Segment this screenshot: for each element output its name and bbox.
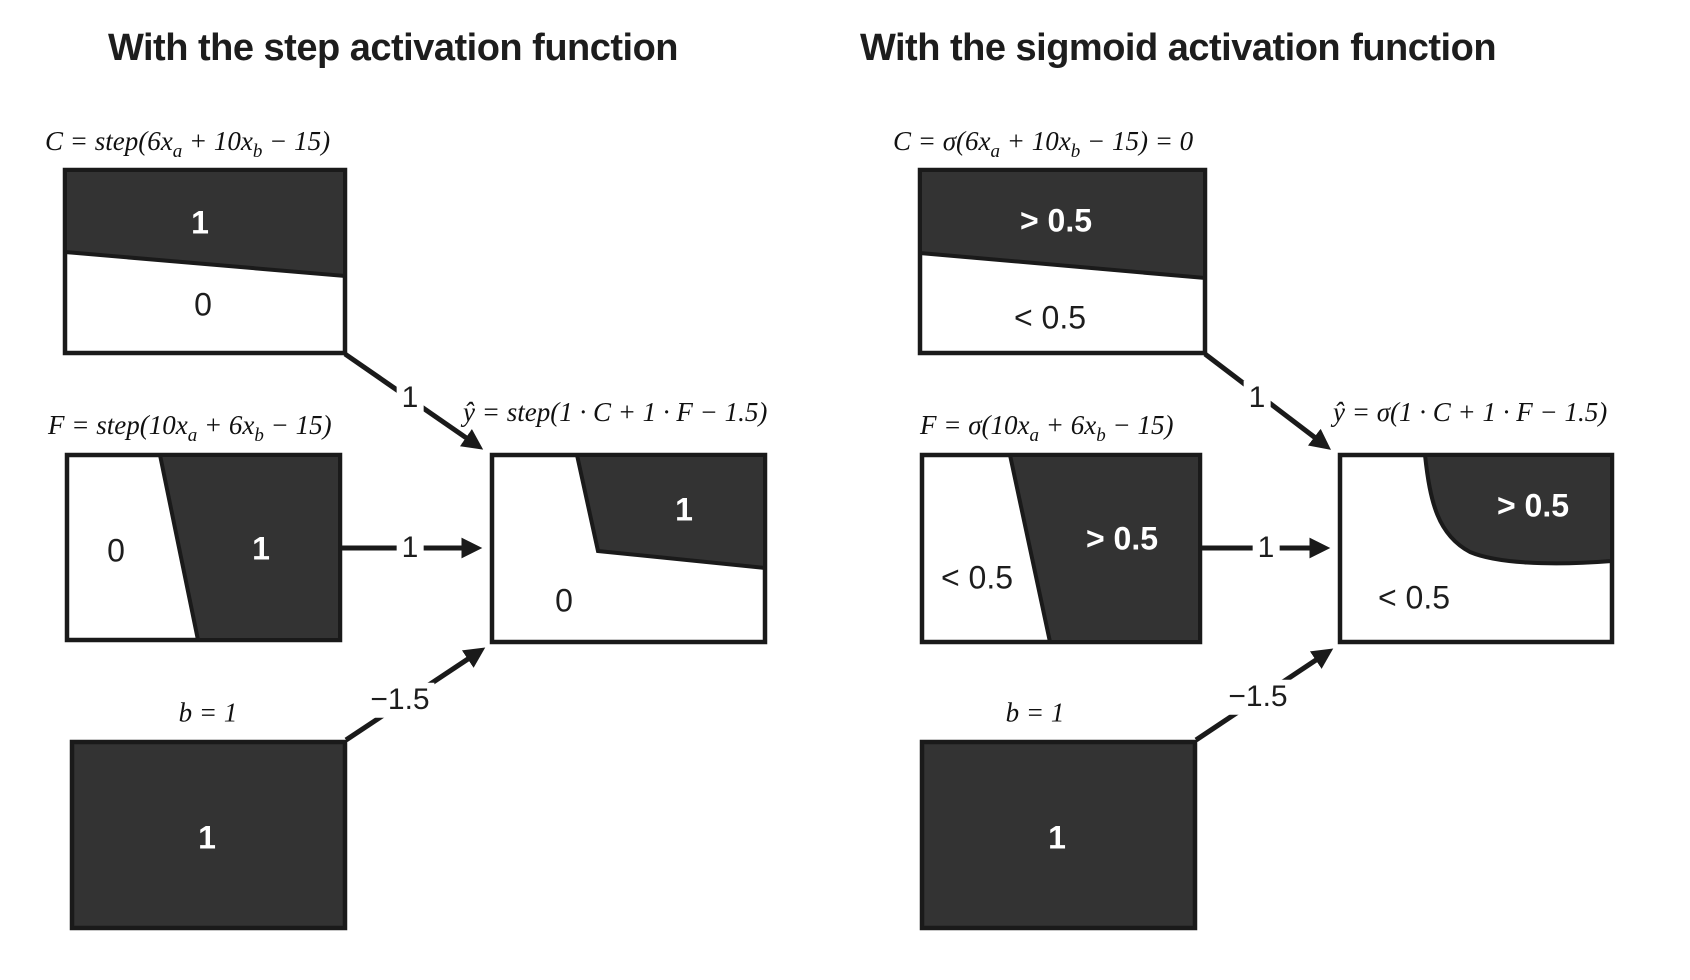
right-c-bottom-region-label: < 0.5: [1013, 299, 1087, 336]
formula-segment: + 10x: [182, 126, 253, 156]
right-c-formula: C = σ(6xa + 10xb − 15) = 0: [893, 126, 1193, 163]
left-bias-label: b = 1: [178, 697, 238, 728]
left-f-left-region-label: 0: [107, 532, 125, 569]
right-panel-title: With the sigmoid activation function: [859, 27, 1497, 69]
formula-segment: − 15): [263, 410, 332, 440]
formula-segment: C = σ(6x: [893, 126, 991, 156]
formula-segment: C = step(6x: [45, 126, 173, 156]
formula-subscript: a: [172, 141, 183, 162]
left-weight-c: 1: [396, 380, 424, 416]
right-output-light-region-label: < 0.5: [1377, 579, 1451, 616]
formula-subscript: b: [252, 141, 263, 162]
formula-segment: + 6x: [1039, 410, 1097, 440]
formula-subscript: a: [990, 141, 1001, 162]
right-output-dark-region: [1422, 453, 1614, 566]
left-output-dark-region: [574, 453, 767, 571]
right-weight-c: 1: [1243, 380, 1271, 416]
right-weight-f: 1: [1252, 530, 1280, 566]
right-f-formula: F = σ(10xa + 6xb − 15): [920, 410, 1173, 447]
formula-segment: + 6x: [197, 410, 255, 440]
right-output-dark-region-label: > 0.5: [1496, 487, 1570, 524]
formula-segment: − 15): [1105, 410, 1174, 440]
formula-subscript: b: [254, 425, 264, 446]
right-f-right-region-label: > 0.5: [1085, 520, 1159, 557]
left-f-right-region-label: 1: [252, 530, 270, 567]
right-bias-label: b = 1: [1005, 697, 1065, 728]
left-f-formula: F = step(10xa + 6xb − 15): [48, 410, 332, 447]
formula-subscript: b: [1096, 425, 1106, 446]
formula-segment: + 10x: [1000, 126, 1071, 156]
right-bias-region-label: 1: [1048, 819, 1066, 856]
right-f-left-region-label: < 0.5: [940, 559, 1014, 596]
formula-segment: F = σ(10x: [920, 410, 1030, 440]
left-output-dark-region-label: 1: [675, 491, 693, 528]
left-bias-region-label: 1: [198, 819, 216, 856]
right-c-top-region-label: > 0.5: [1019, 202, 1093, 239]
formula-segment: − 15) = 0: [1080, 126, 1194, 156]
formula-segment: F = step(10x: [48, 410, 188, 440]
left-f-dark-region: [157, 453, 342, 642]
right-f-dark-region: [1007, 453, 1202, 644]
left-c-dark-region: [63, 168, 347, 279]
formula-subscript: a: [1029, 425, 1040, 446]
left-c-bottom-region-label: 0: [194, 286, 212, 323]
left-output-formula: ŷ = step(1 · C + 1 · F − 1.5): [463, 397, 768, 427]
left-weight-f: 1: [396, 530, 424, 566]
left-weight-bias: −1.5: [365, 682, 435, 718]
left-bias-box: [69, 739, 348, 931]
formula-subscript: b: [1070, 141, 1081, 162]
left-c-formula: C = step(6xa + 10xb − 15): [45, 126, 330, 163]
right-bias-box: [919, 739, 1198, 931]
right-weight-bias: −1.5: [1223, 679, 1293, 715]
right-c-dark-region: [918, 168, 1207, 281]
left-output-light-region-label: 0: [555, 582, 573, 619]
left-panel-title: With the step activation function: [107, 27, 679, 69]
formula-segment: − 15): [262, 126, 331, 156]
right-output-formula: ŷ = σ(1 · C + 1 · F − 1.5): [1333, 397, 1608, 427]
left-c-top-region-label: 1: [191, 204, 209, 241]
formula-subscript: a: [187, 425, 198, 446]
